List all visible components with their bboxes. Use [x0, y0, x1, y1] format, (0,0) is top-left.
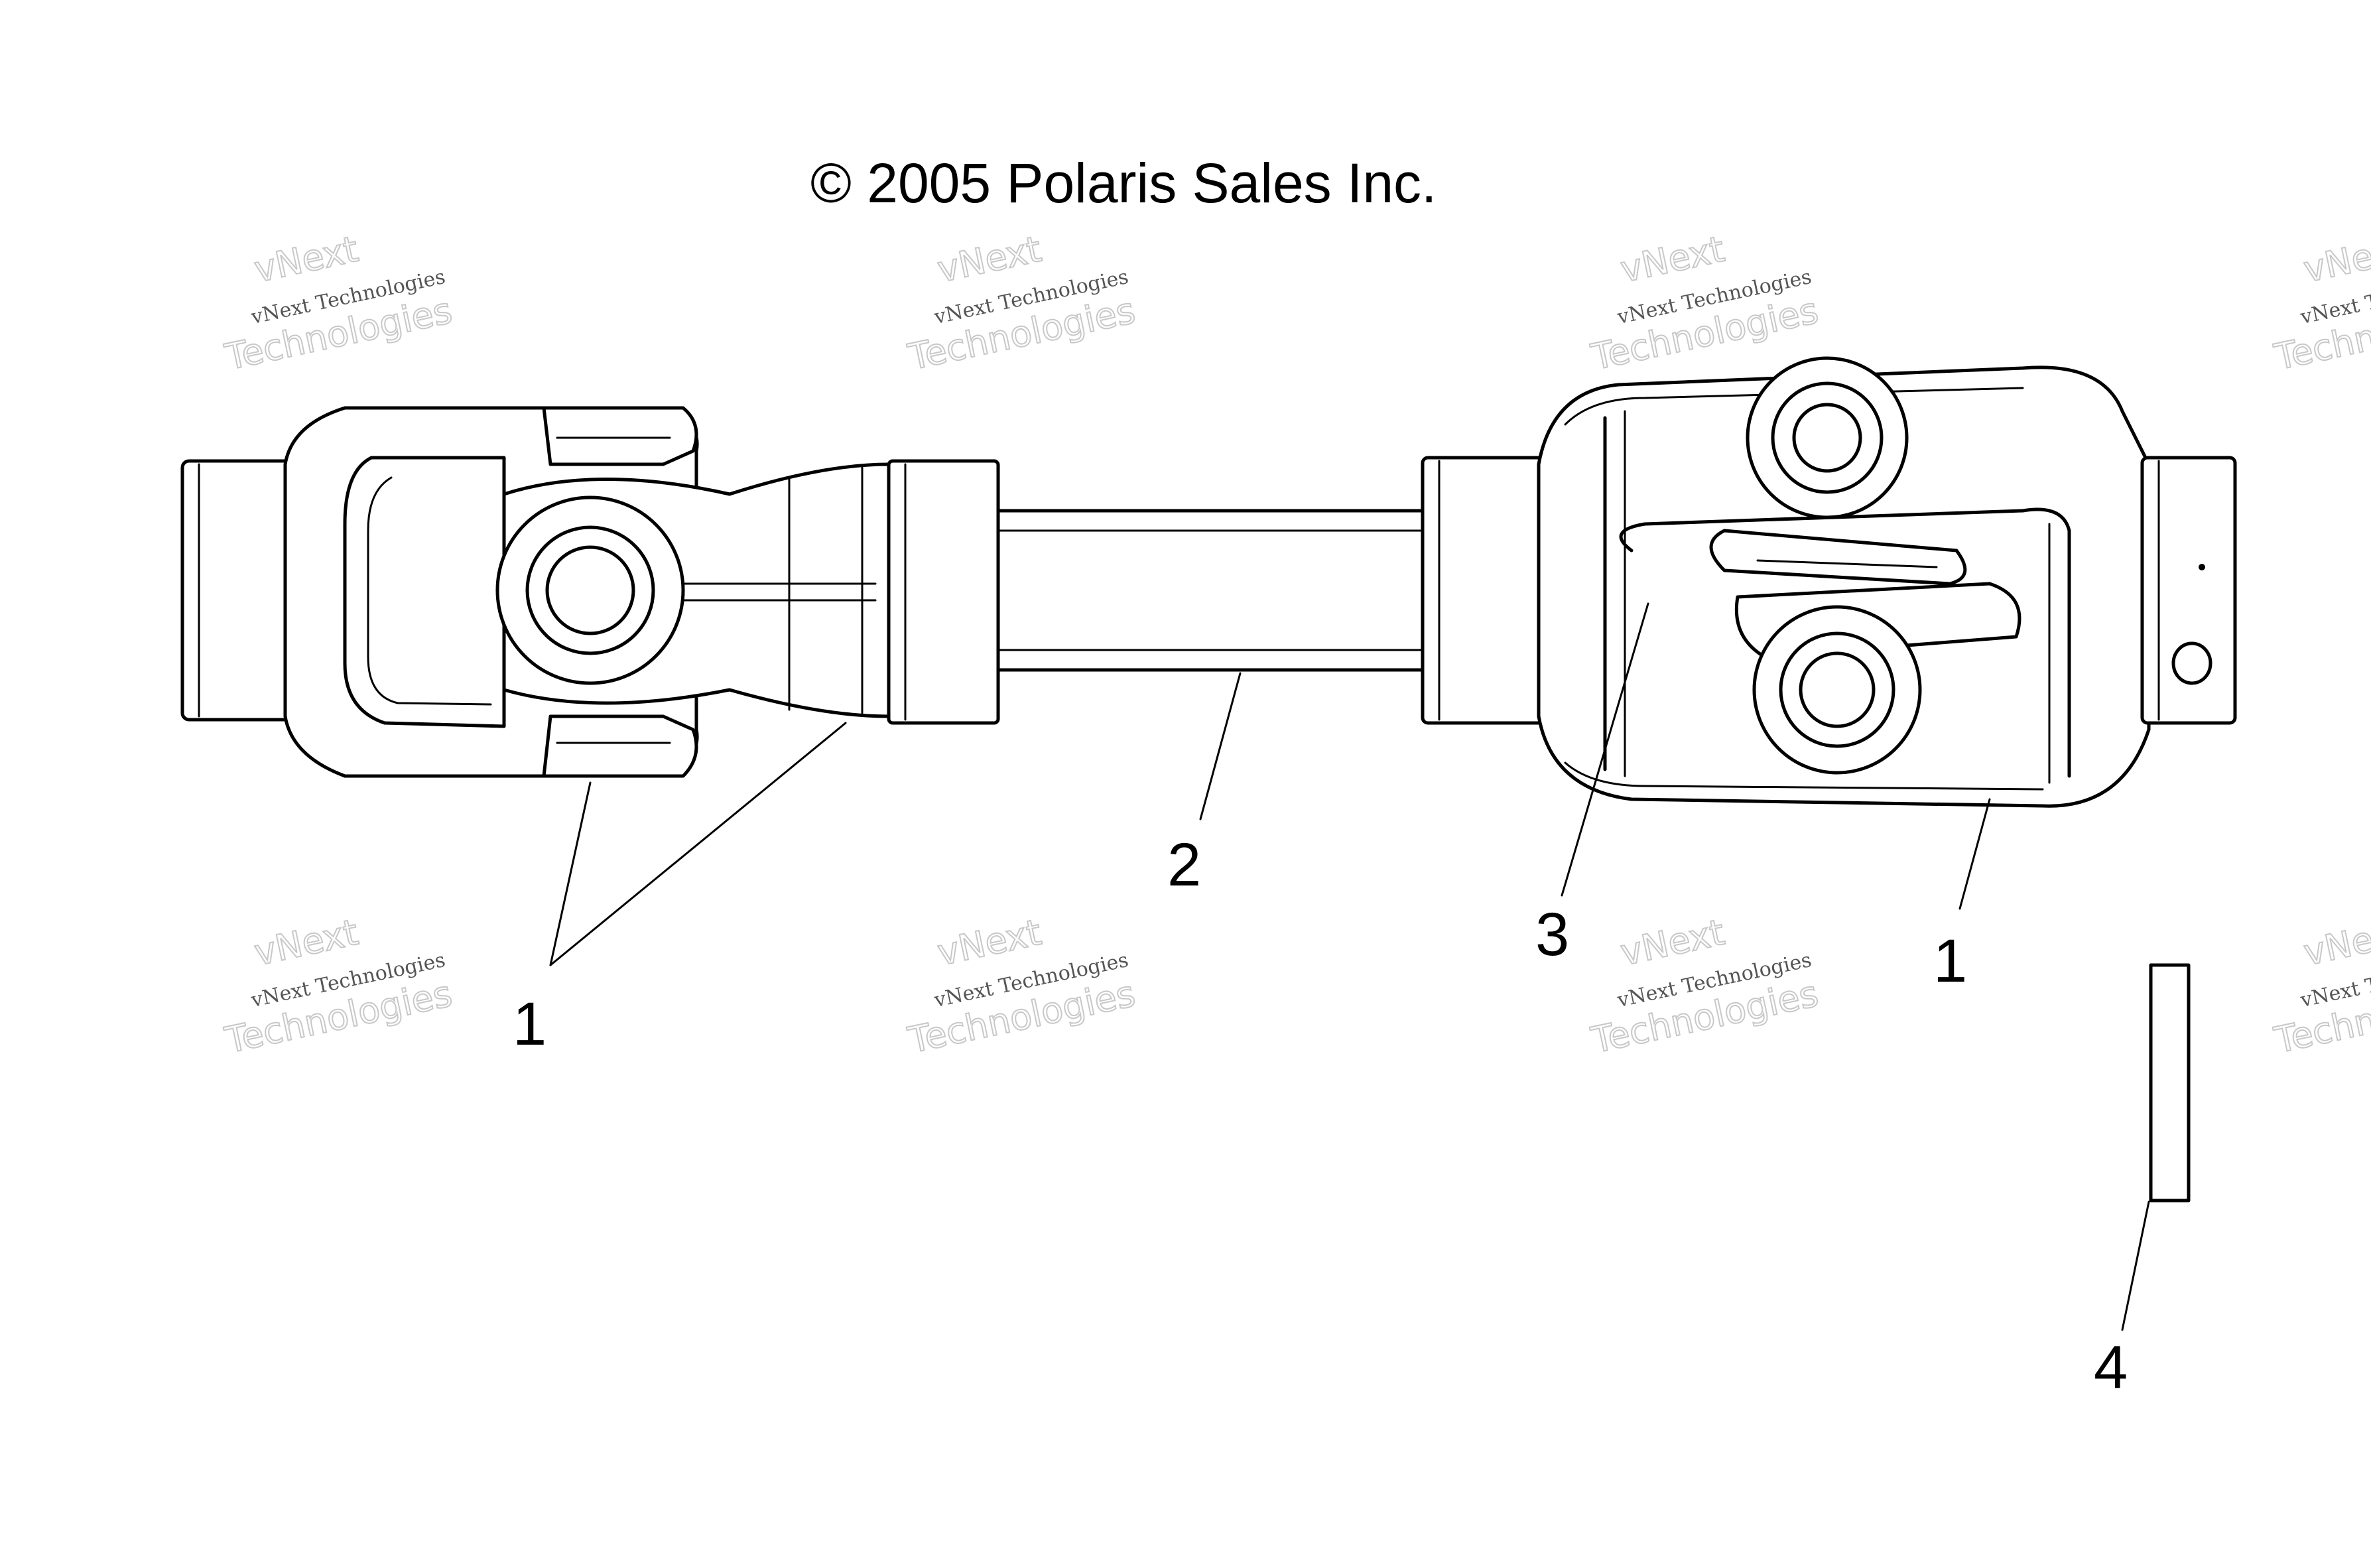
watermark: vNext vNext Technologies Technologies [221, 228, 456, 379]
part-4-pin [2149, 963, 2191, 1203]
watermark-line1: vNext [2300, 911, 2371, 974]
watermark: vNext vNext Technologies Technologies [904, 228, 1139, 379]
watermark-line1: vNext [934, 911, 1045, 974]
watermark-line1: vNext [1617, 911, 1728, 974]
callout-1-right: 1 [1933, 927, 1967, 995]
callout-1-left: 1 [513, 990, 546, 1058]
watermark-line1: vNext [2300, 228, 2371, 291]
watermark-line1: vNext [1617, 228, 1728, 291]
prop-shaft [993, 509, 1435, 672]
watermark: vNext vNext Technologies Technologies [221, 911, 456, 1063]
callout-3: 3 [1535, 901, 1569, 968]
watermark: vNext vNext Technologies Technologies [2270, 228, 2371, 379]
watermark-line1: vNext [934, 228, 1045, 291]
watermark-line1: vNext [251, 228, 361, 291]
copyright-text: © 2005 Polaris Sales Inc. [810, 152, 1437, 214]
watermark: vNext vNext Technologies Technologies [1587, 911, 1823, 1063]
right-u-joint [1421, 356, 2237, 808]
left-u-joint [180, 406, 1000, 778]
leader-lines [549, 602, 2150, 1331]
watermark: vNext vNext Technologies Technologies [1587, 228, 1823, 379]
watermark: vNext vNext Technologies Technologies [904, 911, 1139, 1063]
callout-4: 4 [2094, 1334, 2128, 1402]
watermark-line1: vNext [251, 911, 361, 974]
callout-2: 2 [1167, 831, 1201, 899]
watermark: vNext vNext Technologies Technologies [2270, 911, 2371, 1063]
